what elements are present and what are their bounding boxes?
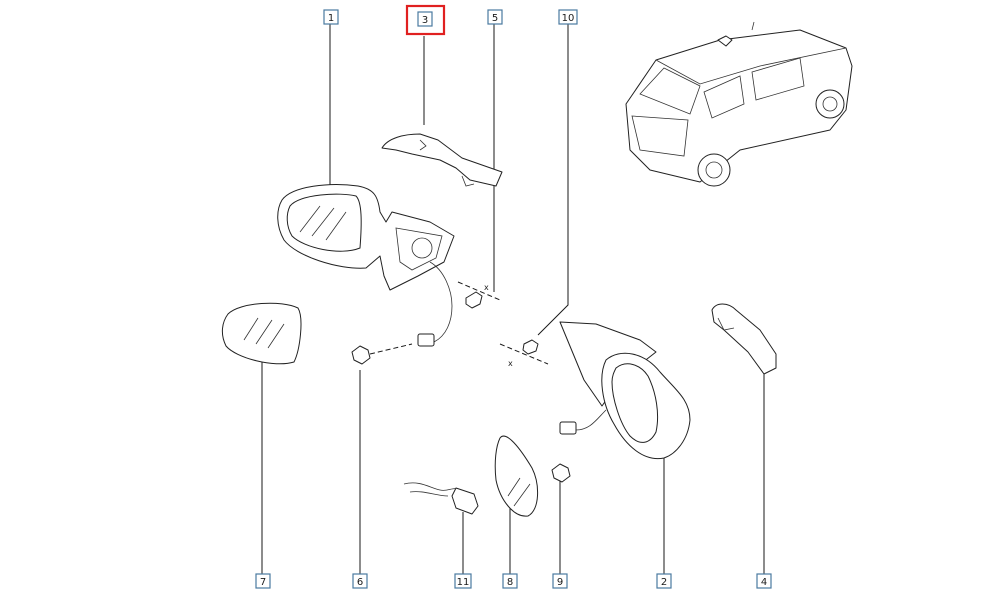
left-harness-cable — [429, 261, 453, 343]
left-mirror-face — [286, 193, 362, 252]
callout-9[interactable]: 9 — [552, 573, 568, 589]
glass7-line-1 — [243, 317, 259, 341]
callout-10[interactable]: 10 — [558, 9, 578, 25]
heater-wire — [403, 482, 459, 491]
left-connector — [417, 333, 435, 347]
left-screw — [465, 291, 483, 309]
cover-tab-1 — [419, 139, 427, 151]
callout-10-label: 10 — [562, 13, 575, 24]
callout-8[interactable]: 8 — [502, 573, 518, 589]
callout-11-label: 11 — [457, 577, 470, 588]
car-tailgate — [631, 115, 689, 157]
car-rear-hub — [705, 161, 723, 179]
callout-7[interactable]: 7 — [255, 573, 271, 589]
left-screw-axis-mark: x — [484, 283, 489, 292]
cover-tab-2 — [461, 175, 475, 187]
car-side-window-2 — [751, 57, 805, 101]
left-glass-reflect-2 — [311, 207, 335, 237]
vehicle-location-illustration — [625, 21, 853, 187]
dash-left-clip — [369, 343, 413, 355]
assembly-lines — [369, 281, 549, 365]
left-mount-bracket — [395, 227, 443, 271]
left-glass-reflect-3 — [325, 211, 347, 241]
right-screw — [522, 339, 539, 355]
indicator-cover-part-4 — [711, 303, 777, 375]
car-side-window-1 — [703, 75, 745, 119]
clip-part-9 — [551, 463, 571, 483]
callout-9-label: 9 — [557, 577, 563, 588]
car-rear-wheel — [697, 153, 731, 187]
right-mirror-assembly — [559, 321, 691, 460]
indicator-cover — [711, 303, 777, 375]
glass8-line-2 — [513, 483, 531, 507]
callout-7-label: 7 — [260, 577, 266, 588]
mirror-cover — [381, 133, 503, 187]
right-connector — [559, 421, 577, 435]
right-screw-part-10: x — [508, 339, 539, 368]
callout-5-label: 5 — [492, 13, 498, 24]
clip-left — [351, 345, 371, 365]
car-roof — [655, 47, 847, 85]
callout-6[interactable]: 6 — [352, 573, 368, 589]
callout-2-label: 2 — [661, 577, 667, 588]
leader-lines — [261, 24, 765, 574]
left-replacement-glass — [221, 302, 302, 365]
left-mirror-assembly — [277, 184, 455, 347]
car-front-hub — [822, 96, 838, 112]
right-mirror-face — [611, 363, 659, 443]
right-replacement-glass — [494, 435, 538, 517]
car-rear-window — [639, 67, 701, 115]
car-antenna — [751, 21, 755, 31]
callout-3-label: 3 — [422, 15, 428, 26]
left-glass-reflect-1 — [299, 205, 321, 233]
heater-part-11 — [403, 482, 479, 515]
car-mirror-location — [717, 35, 733, 47]
callout-5[interactable]: 5 — [487, 9, 503, 25]
left-glass-part-7 — [221, 302, 302, 365]
glass8-line-1 — [507, 477, 521, 497]
heater-connector — [451, 487, 479, 515]
car-front-wheel — [815, 89, 845, 119]
left-motor — [411, 237, 433, 259]
dash-right-screw — [499, 343, 549, 365]
glass7-line-2 — [255, 319, 273, 345]
callout-3-highlight — [405, 4, 446, 36]
clip-right — [551, 463, 571, 483]
leader-10 — [537, 24, 569, 336]
callout-6-label: 6 — [357, 577, 363, 588]
callout-2[interactable]: 2 — [656, 573, 672, 589]
heater-wire-2 — [409, 491, 449, 497]
glass7-line-3 — [267, 323, 285, 349]
callout-11[interactable]: 11 — [454, 573, 472, 589]
callout-3[interactable]: 3 — [405, 4, 446, 36]
right-harness-cable — [575, 409, 607, 431]
left-screw-part-5: x — [465, 283, 489, 309]
indicator-cover-detail — [717, 317, 735, 331]
callout-8-label: 8 — [507, 577, 513, 588]
right-glass-part-8 — [494, 435, 538, 517]
callout-1-label: 1 — [328, 13, 334, 24]
clip-part-6 — [351, 345, 371, 365]
callout-1[interactable]: 1 — [323, 9, 339, 25]
mirror-cover-part-3 — [381, 133, 503, 187]
right-screw-axis-mark: x — [508, 359, 513, 368]
callout-4-label: 4 — [761, 577, 767, 588]
callout-4[interactable]: 4 — [756, 573, 772, 589]
